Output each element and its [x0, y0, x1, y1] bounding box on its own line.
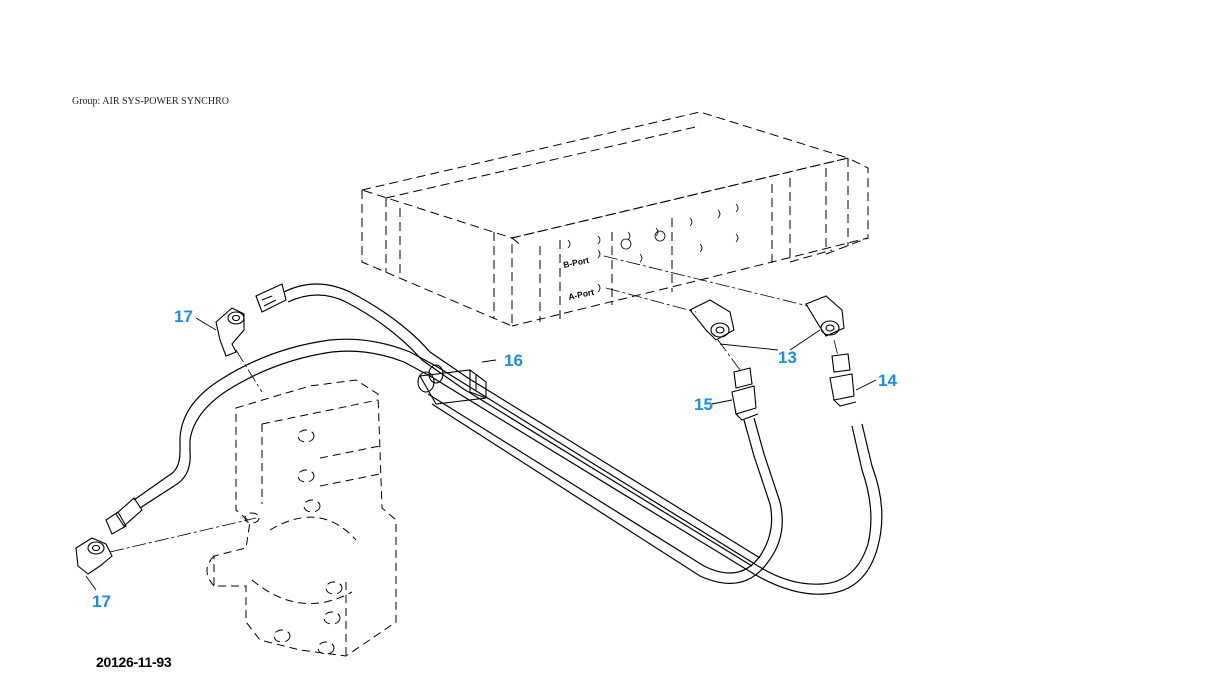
- b-port-label: B-Port: [562, 255, 590, 270]
- figure-id: 20126-11-93: [96, 654, 172, 670]
- elbow-17-fittings: [75, 307, 245, 575]
- callout-14[interactable]: 14: [878, 371, 897, 390]
- port-centerlines: [109, 255, 839, 553]
- pump-body-phantom: [206, 379, 397, 657]
- callout-leaders: [85, 317, 877, 591]
- hose-fittings: [105, 283, 857, 535]
- callout-13[interactable]: 13: [778, 348, 797, 367]
- hose-upper: [283, 283, 761, 567]
- callout-15[interactable]: 15: [694, 395, 713, 414]
- callout-17-bottom[interactable]: 17: [92, 592, 111, 611]
- callout-16[interactable]: 16: [504, 351, 523, 370]
- port-fittings-detail: [567, 203, 739, 293]
- callout-17-top[interactable]: 17: [174, 307, 193, 326]
- elbow-fittings: [689, 295, 845, 341]
- hose-right-loop: [427, 393, 783, 584]
- hose-left-loop: [133, 338, 883, 595]
- group-title: Group: AIR SYS-POWER SYNCHRO: [72, 96, 229, 107]
- control-box-phantom: [360, 111, 869, 327]
- hose-clamp: [417, 364, 487, 405]
- a-port-label: A-Port: [567, 287, 595, 302]
